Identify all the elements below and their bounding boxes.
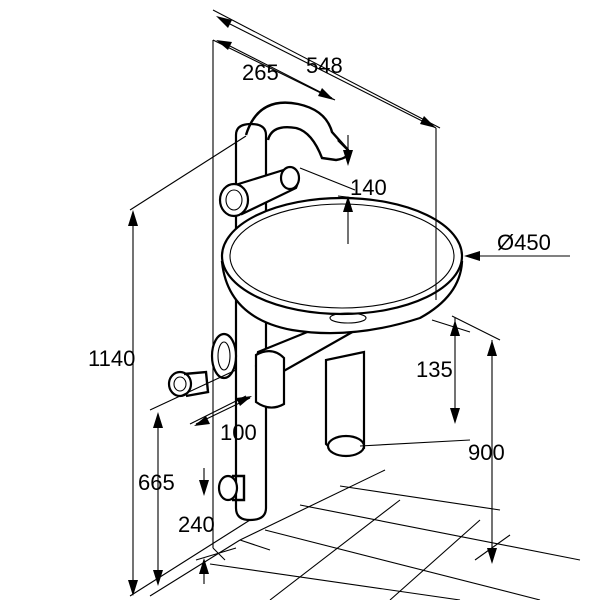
support-arm [254,320,366,458]
extension-lines [129,9,501,597]
label-bowl-depth: 135 [416,357,453,382]
label-total-height: 1140 [88,346,135,371]
valve-upper [210,332,238,380]
label-base-offset: 240 [178,512,215,537]
dimension-labels: 548 265 140 Ø450 135 900 1140 100 665 24… [88,53,551,537]
valve-side [167,370,210,398]
label-bowl-diameter: Ø450 [497,230,551,255]
dimension-arrows [128,16,570,596]
floor-grid [149,469,581,601]
label-tap-height: 140 [350,175,387,200]
label-valve-height: 665 [138,470,175,495]
valve-lower [217,474,246,502]
label-overall-depth: 548 [306,53,343,78]
basin-bowl [220,196,464,335]
tap-handle [218,165,301,218]
label-tap-offset: 265 [242,60,279,85]
label-valve-offset: 100 [220,420,257,445]
label-rim-height: 900 [468,440,505,465]
